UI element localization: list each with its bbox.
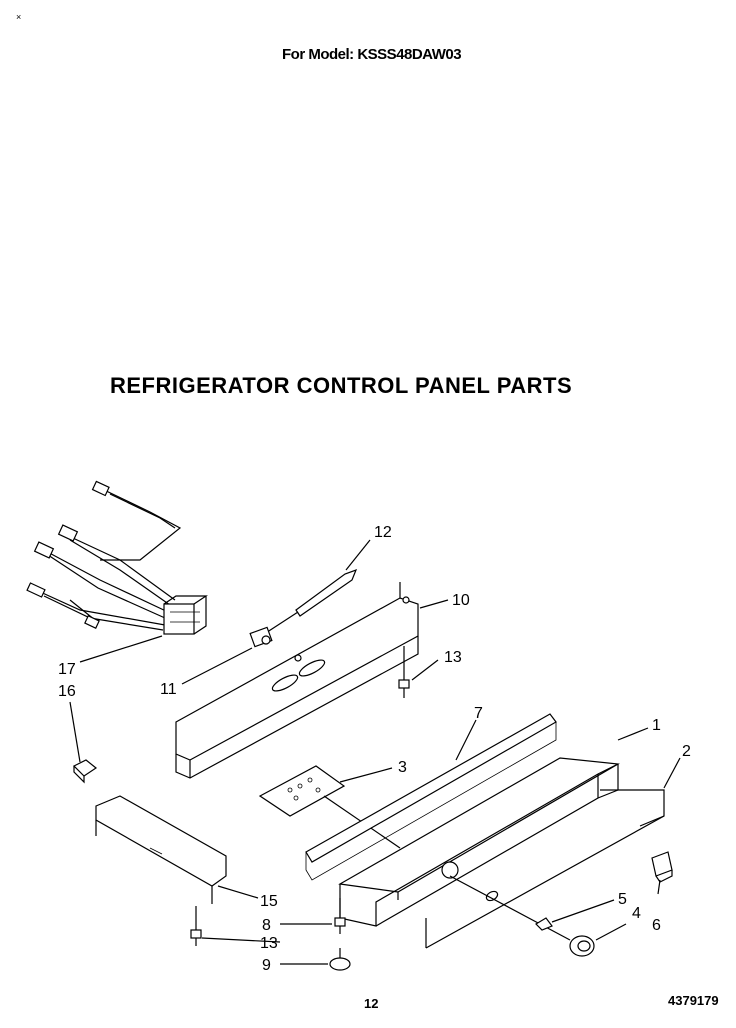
screw-part-13-upper [398,646,410,698]
callout-8: 8 [262,917,271,934]
model-line: For Model: KSSS48DAW03 [282,46,462,63]
bumper-part-9 [329,948,351,971]
knob-part-4 [449,875,595,957]
callout-17: 17 [58,661,76,678]
control-board-part-3 [258,765,401,849]
callout-10: 10 [452,592,470,609]
callout-9: 9 [262,957,271,974]
callout-3: 3 [398,759,407,776]
callout-13-lower: 13 [260,935,278,952]
callout-11: 11 [160,681,177,698]
control-bracket-part-10 [175,582,419,779]
callout-4: 4 [632,905,641,922]
panel-housing-part-1 [338,757,620,927]
callout-15: 15 [260,893,278,910]
switch-part-6 [651,851,673,883]
screw-part-13-lower [190,906,202,946]
clip-part-11 [249,626,273,648]
callout-7: 7 [474,705,483,722]
panel-trim-part-2 [425,789,665,949]
gasket-part-7 [305,713,557,881]
clip-part-16 [72,759,98,784]
callout-13-upper: 13 [444,649,462,666]
sensor-part-12 [254,568,358,641]
callout-12: 12 [374,524,392,541]
page-number: 12 [364,996,379,1011]
document-code: 4379179 [668,993,719,1008]
callout-5: 5 [618,891,627,908]
shaft-part-5 [535,917,553,931]
leader-lines [69,539,681,965]
deflector-part-15 [95,795,227,904]
callout-16: 16 [58,683,76,700]
section-title: REFRIGERATOR CONTROL PANEL PARTS [110,373,573,398]
callout-1: 1 [652,717,661,734]
callout-6: 6 [652,917,661,934]
callout-2: 2 [682,743,691,760]
wire-harness-part-17 [26,480,208,635]
screw-part-8 [334,898,346,934]
corner-mark: × [16,12,22,22]
